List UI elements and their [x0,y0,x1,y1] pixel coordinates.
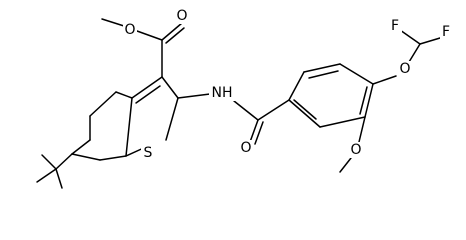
thiophene-ring [125,76,179,157]
tert-butyl-group [36,153,73,189]
ether-oxygen-label: O [399,61,410,77]
methoxy-oxygen-label: O [350,142,361,158]
molecule-structure: O O NH S O O O F F [36,8,453,189]
ester-oxygen-label: O [124,22,135,38]
nh-label: NH [212,85,233,101]
benzene-ring [288,63,374,128]
fluorine-left-label: F [391,18,399,34]
atom-labels: O O NH S O O O F F [123,8,453,161]
amide-linkage [177,93,290,145]
carbonyl-oxygen-label: O [176,8,187,24]
fluorine-right-label: F [442,24,450,40]
difluoromethoxy-group [372,29,441,85]
amide-oxygen-label: O [240,140,251,156]
methoxy-group [339,116,366,173]
methyl-ester-group [101,18,185,78]
cyclohexene-ring [71,91,133,161]
molecule-canvas: O O NH S O O O F F [36,8,453,189]
sulfur-label: S [144,145,153,161]
